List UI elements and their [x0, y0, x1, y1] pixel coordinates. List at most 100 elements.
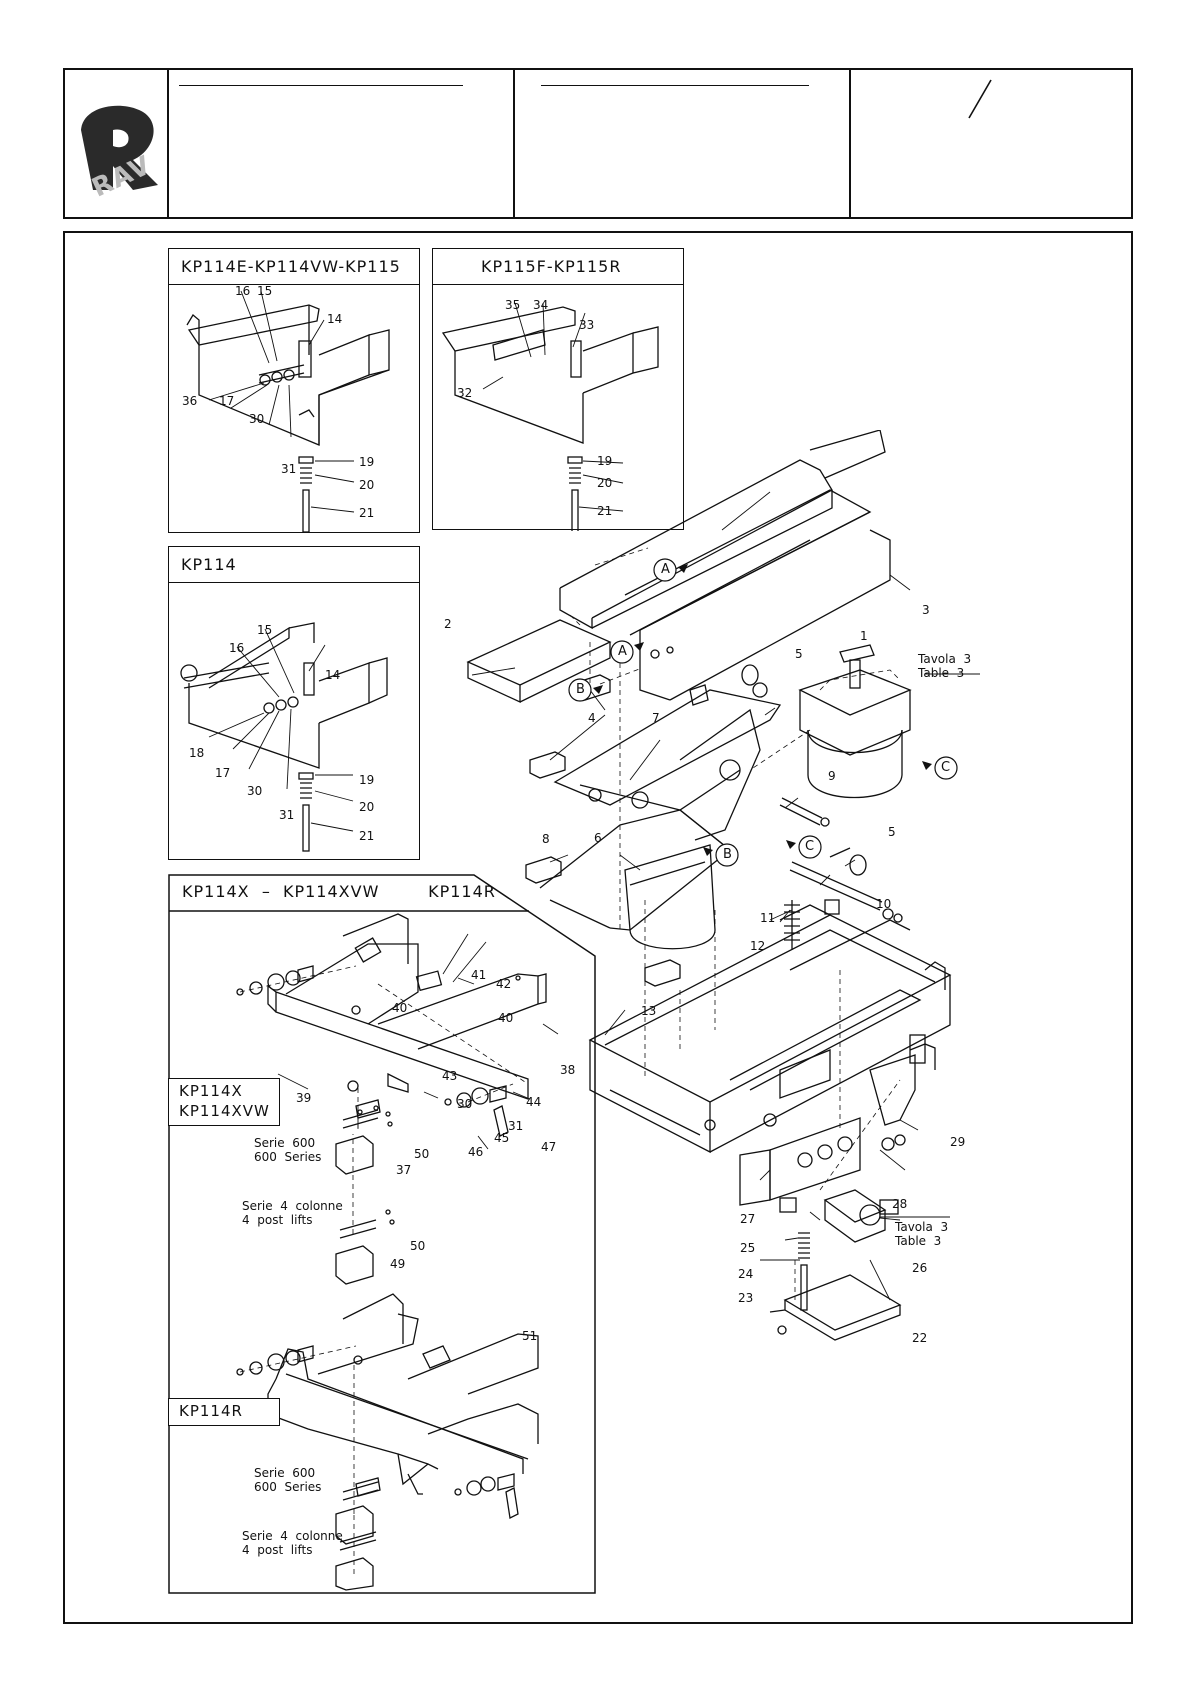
callout-18: 18	[189, 746, 205, 760]
callout-47: 47	[541, 1140, 557, 1154]
callout-21: 21	[359, 506, 375, 520]
callout-6: 6	[594, 831, 602, 845]
callout-15: 15	[257, 623, 273, 637]
callout-32: 32	[457, 386, 473, 400]
title-cell-3	[849, 70, 1133, 217]
table-reference: Tavola 3 Table 3	[918, 652, 972, 680]
callout-50: 50	[410, 1239, 426, 1253]
callout-30: 30	[249, 412, 265, 426]
marker-b: B	[576, 682, 585, 697]
panel-title: KP115F-KP115R	[433, 249, 683, 285]
arm-assembly-drawing	[180, 622, 388, 852]
callout-45: 45	[494, 1131, 510, 1145]
callout-31: 31	[508, 1119, 524, 1133]
callout-29: 29	[950, 1135, 966, 1149]
callout-51: 51	[522, 1329, 538, 1343]
callout-39: 39	[296, 1091, 312, 1105]
callout-20: 20	[359, 800, 375, 814]
callout-24: 24	[738, 1267, 754, 1281]
callout-44: 44	[526, 1095, 542, 1109]
panel-title: KP114X – KP114XVW KP114R	[182, 882, 496, 901]
callout-20: 20	[597, 476, 613, 490]
arm-assembly-drawing	[186, 290, 390, 533]
title-cell-1	[167, 70, 513, 217]
note-serie-4-colonne: Serie 4 colonne 4 post lifts	[242, 1529, 343, 1557]
slash-mark	[968, 79, 992, 119]
callout-21: 21	[597, 504, 613, 518]
marker-b: B	[723, 847, 732, 862]
callout-16: 16	[229, 641, 245, 655]
callout-21: 21	[359, 829, 375, 843]
callout-26: 26	[912, 1261, 928, 1275]
callout-20: 20	[359, 478, 375, 492]
callout-8: 8	[542, 832, 550, 846]
callout-12: 12	[750, 939, 766, 953]
main-exploded-view	[466, 430, 980, 1341]
callout-19: 19	[359, 455, 375, 469]
callout-33: 33	[579, 318, 595, 332]
callout-27: 27	[740, 1212, 756, 1226]
panel-title: KP114E-KP114VW-KP115	[169, 249, 419, 285]
callout-3: 3	[922, 603, 930, 617]
callout-2: 2	[444, 617, 452, 631]
callout-4: 4	[588, 711, 596, 725]
table-reference: Tavola 3 Table 3	[895, 1220, 949, 1248]
callout-41: 41	[471, 968, 487, 982]
callout-40: 40	[498, 1011, 514, 1025]
callout-40: 40	[392, 1001, 408, 1015]
callout-30: 30	[247, 784, 263, 798]
callout-14: 14	[325, 668, 341, 682]
callout-1: 1	[860, 629, 868, 643]
callout-35: 35	[505, 298, 521, 312]
callout-23: 23	[738, 1291, 754, 1305]
callout-22: 22	[912, 1331, 928, 1345]
panel-kp115f: KP115F-KP115R 35 34 33 32 19 20 21	[432, 248, 684, 531]
callout-17: 17	[215, 766, 231, 780]
subpanel-label-kp114x: KP114X KP114XVW	[168, 1078, 280, 1126]
subpanel-label-kp114r: KP114R	[168, 1398, 280, 1426]
callout-13: 13	[641, 1004, 657, 1018]
panel-kp114: KP114 15 16 14	[168, 546, 420, 860]
rav-logo-mark	[81, 105, 158, 190]
callout-14: 14	[327, 312, 343, 326]
callout-34: 34	[533, 298, 549, 312]
title-cell-2	[513, 70, 849, 217]
marker-a: A	[618, 644, 627, 659]
panel-kp114e: KP114E-KP114VW-KP115	[168, 248, 420, 533]
marker-a: A	[661, 562, 670, 577]
callout-19: 19	[597, 454, 613, 468]
callout-15: 15	[257, 284, 273, 298]
callout-5: 5	[795, 647, 803, 661]
callout-49: 49	[390, 1257, 406, 1271]
callout-17: 17	[219, 394, 235, 408]
x-lift-arms-drawing	[236, 913, 559, 1591]
callout-19: 19	[359, 773, 375, 787]
panel-title: KP114	[169, 547, 419, 583]
rav-logo: RAV	[73, 90, 163, 204]
callout-11: 11	[760, 911, 776, 925]
marker-c: C	[805, 839, 815, 854]
note-serie-600: Serie 600 600 Series	[254, 1136, 322, 1164]
drawing-frame	[63, 231, 1133, 1624]
callout-16: 16	[235, 284, 251, 298]
callout-31: 31	[279, 808, 295, 822]
callout-37: 37	[396, 1163, 412, 1177]
callout-9: 9	[828, 769, 836, 783]
callout-30: 30	[457, 1097, 473, 1111]
callout-50: 50	[414, 1147, 430, 1161]
callout-42: 42	[496, 977, 512, 991]
note-serie-600: Serie 600 600 Series	[254, 1466, 322, 1494]
callout-28: 28	[892, 1197, 908, 1211]
note-serie-4-colonne: Serie 4 colonne 4 post lifts	[242, 1199, 343, 1227]
callout-38: 38	[560, 1063, 576, 1077]
title-block: RAV	[63, 68, 1133, 219]
callout-5: 5	[888, 825, 896, 839]
callout-10: 10	[876, 897, 892, 911]
callout-43: 43	[442, 1069, 458, 1083]
panel-kp114x: KP114X – KP114XVW KP114R	[168, 874, 596, 1594]
callout-31: 31	[281, 462, 297, 476]
marker-c: C	[941, 760, 951, 775]
callout-7: 7	[652, 711, 660, 725]
callout-46: 46	[468, 1145, 484, 1159]
callout-36: 36	[182, 394, 198, 408]
